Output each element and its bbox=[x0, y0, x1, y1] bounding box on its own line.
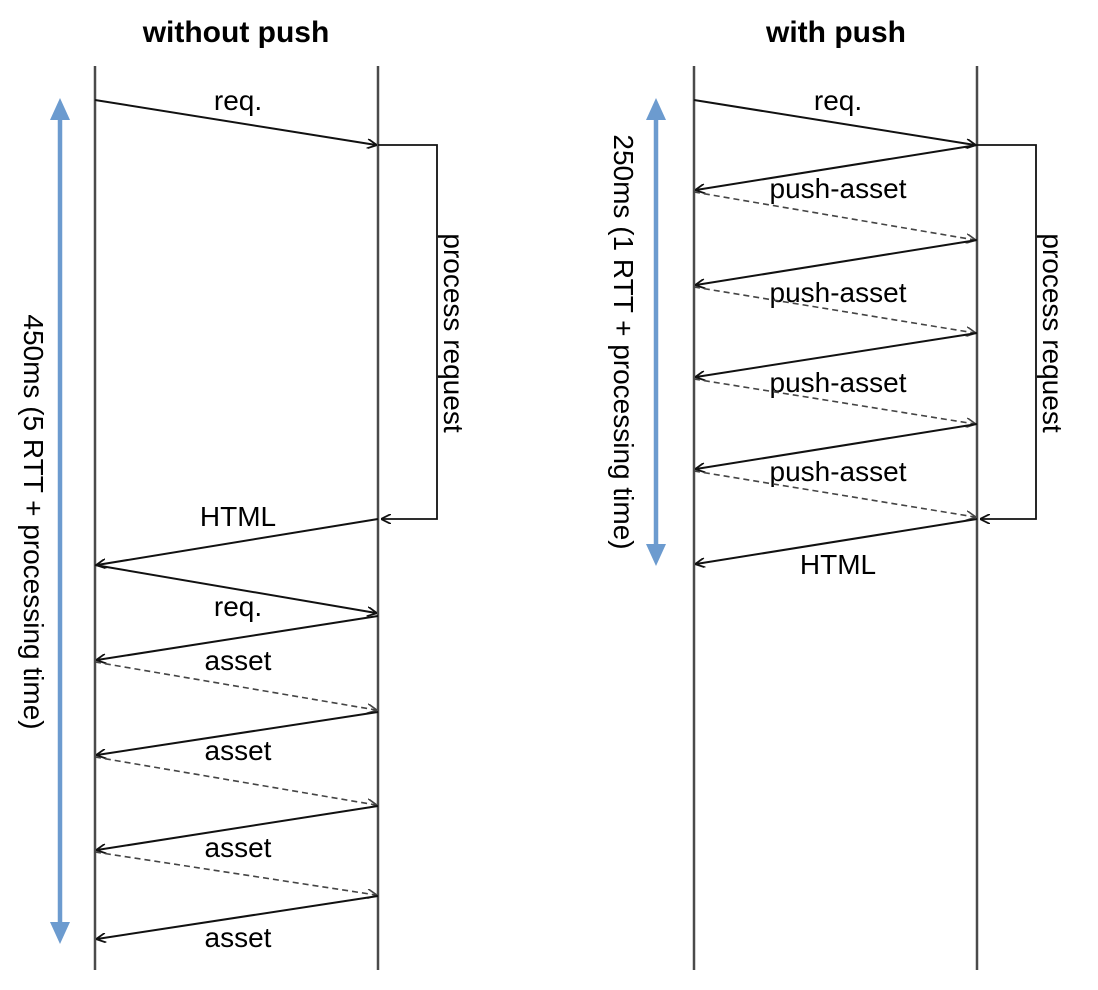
html-response-arrow bbox=[696, 518, 978, 564]
request-2-label: req. bbox=[214, 591, 262, 622]
push-asset-1-arrow bbox=[696, 144, 978, 190]
request-label: req. bbox=[214, 85, 262, 116]
request-2-arrow bbox=[94, 564, 376, 613]
with-push-panel: with push 250ms (1 RTT + processing time… bbox=[608, 16, 1068, 970]
asset-2-request-dashed bbox=[94, 756, 376, 805]
without-push-title: without push bbox=[142, 16, 330, 49]
request-arrow bbox=[693, 99, 975, 145]
duration-arrow bbox=[50, 98, 70, 944]
asset-1-arrow bbox=[97, 615, 379, 660]
process-label: process request bbox=[438, 233, 469, 432]
process-label: process request bbox=[1037, 233, 1068, 432]
push-asset-2-label: push-asset bbox=[770, 277, 907, 308]
asset-2-arrow bbox=[97, 711, 379, 755]
push-3-dashed bbox=[693, 378, 975, 424]
duration-label: 250ms (1 RTT + processing time) bbox=[608, 134, 639, 549]
asset-4-arrow bbox=[97, 895, 379, 939]
asset-3-arrow bbox=[97, 805, 379, 850]
process-bracket bbox=[977, 144, 1037, 519]
asset-1-label: asset bbox=[205, 645, 272, 676]
duration-arrow bbox=[646, 98, 666, 566]
push-1-dashed bbox=[693, 191, 975, 240]
html-label: HTML bbox=[200, 501, 276, 532]
asset-2-label: asset bbox=[205, 735, 272, 766]
push-asset-2-arrow bbox=[696, 239, 978, 285]
asset-1-request-dashed bbox=[94, 661, 376, 710]
request-arrow bbox=[94, 99, 376, 145]
push-asset-4-arrow bbox=[696, 423, 978, 469]
push-asset-3-label: push-asset bbox=[770, 367, 907, 398]
push-asset-3-arrow bbox=[696, 332, 978, 377]
html-label: HTML bbox=[800, 549, 876, 580]
without-push-panel: without push 450ms (5 RTT + processing t… bbox=[18, 16, 469, 970]
push-4-dashed bbox=[693, 470, 975, 517]
asset-3-label: asset bbox=[205, 832, 272, 863]
asset-3-request-dashed bbox=[94, 851, 376, 895]
request-label: req. bbox=[814, 85, 862, 116]
with-push-title: with push bbox=[765, 16, 906, 49]
push-2-dashed bbox=[693, 286, 975, 333]
process-bracket bbox=[378, 144, 438, 519]
push-asset-4-label: push-asset bbox=[770, 456, 907, 487]
html-response-arrow bbox=[97, 518, 379, 565]
push-asset-1-label: push-asset bbox=[770, 173, 907, 204]
duration-label: 450ms (5 RTT + processing time) bbox=[18, 314, 49, 729]
asset-4-label: asset bbox=[205, 922, 272, 953]
